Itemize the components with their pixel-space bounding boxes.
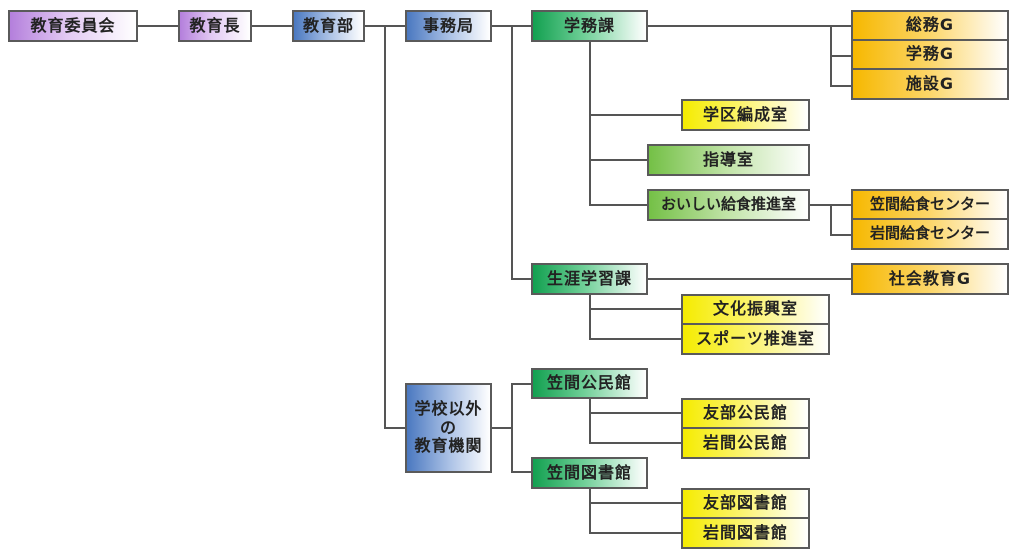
- node-school-district-office: 学区編成室: [681, 99, 810, 131]
- connector: [511, 383, 513, 473]
- connector: [511, 25, 513, 280]
- node-kasama-lunch-center: 笠間給食センター: [851, 189, 1009, 220]
- node-board: 教育委員会: [8, 10, 138, 42]
- connector: [138, 25, 178, 27]
- connector: [589, 308, 681, 310]
- node-iwama-library: 岩間図書館: [681, 519, 810, 549]
- connector: [589, 532, 681, 534]
- node-iwama-community-hall: 岩間公民館: [681, 429, 810, 459]
- connector: [384, 25, 386, 429]
- node-other-institutions-line3: 教育機関: [414, 436, 483, 456]
- node-kasama-library: 笠間図書館: [531, 457, 648, 489]
- connector: [830, 234, 851, 236]
- connector: [830, 55, 851, 57]
- node-general-affairs-g: 総務G: [851, 10, 1009, 41]
- connector: [511, 278, 531, 280]
- connector: [589, 159, 647, 161]
- node-tomobe-library: 友部図書館: [681, 488, 810, 519]
- node-lunch-promotion-office: おいしい給食推進室: [647, 189, 810, 221]
- connector: [589, 488, 591, 534]
- connector: [589, 338, 681, 340]
- connector: [589, 502, 681, 504]
- connector: [589, 114, 681, 116]
- node-lifelong-learning: 生涯学習課: [531, 263, 648, 295]
- connector: [384, 427, 405, 429]
- node-culture-office: 文化振興室: [681, 294, 830, 325]
- connector: [491, 427, 512, 429]
- node-kasama-community-hall: 笠間公民館: [531, 368, 648, 399]
- connector: [830, 85, 851, 87]
- node-tomobe-community-hall: 友部公民館: [681, 398, 810, 429]
- node-other-institutions-line1: 学校以外: [414, 399, 483, 419]
- node-superintendent: 教育長: [178, 10, 252, 42]
- node-other-institutions: 学校以外 の 教育機関: [405, 383, 492, 473]
- node-facilities-g: 施設G: [851, 70, 1009, 100]
- node-secretariat: 事務局: [405, 10, 492, 42]
- connector: [511, 383, 531, 385]
- connector: [589, 41, 591, 206]
- connector: [589, 294, 591, 340]
- connector: [648, 278, 851, 280]
- connector: [589, 204, 647, 206]
- connector: [648, 25, 851, 27]
- node-social-education-g: 社会教育G: [851, 263, 1009, 295]
- node-guidance-office: 指導室: [647, 144, 810, 176]
- node-school-affairs: 学務課: [531, 10, 648, 42]
- connector: [589, 412, 681, 414]
- node-sports-office: スポーツ推進室: [681, 325, 830, 355]
- connector: [589, 442, 681, 444]
- connector: [589, 398, 591, 444]
- node-education-dept: 教育部: [292, 10, 365, 42]
- node-iwama-lunch-center: 岩間給食センター: [851, 220, 1009, 250]
- connector: [830, 204, 832, 236]
- connector: [252, 25, 292, 27]
- connector: [511, 471, 531, 473]
- node-other-institutions-line2: の: [439, 417, 457, 437]
- node-school-affairs-g: 学務G: [851, 41, 1009, 70]
